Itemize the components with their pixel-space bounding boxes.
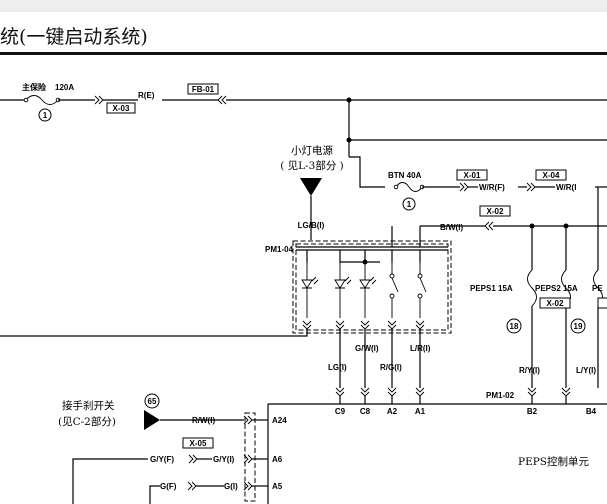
peps-unit-label: PEPS控制单元 <box>518 455 589 468</box>
wire-gi-label: G(I) <box>224 482 238 491</box>
main-fuse-rating: 120A <box>55 83 74 92</box>
wire-wrf1-label: W/R(F) <box>479 183 505 192</box>
pin-a24: A24 <box>272 416 287 425</box>
fb01-label: FB-01 <box>192 85 215 94</box>
x05-label: X-05 <box>190 439 207 448</box>
plug-pm104-label: PM1-04 <box>265 245 294 254</box>
x05-box <box>182 437 214 449</box>
main-fuse-symbol <box>25 95 59 105</box>
x04-box <box>535 169 567 181</box>
pin-b2: B2 <box>527 407 538 416</box>
main-supply <box>0 95 607 188</box>
pm104-block <box>0 226 452 404</box>
btn-fuse-num-circle <box>402 197 416 211</box>
lamp-power-triangle-icon <box>300 178 322 196</box>
lamp-power-ref: ( 见L-3部分 ) <box>280 159 344 172</box>
handbrake-label: 接手刹开关 <box>62 399 115 412</box>
pin-c9: C9 <box>335 407 346 416</box>
main-fuse-label: 主保险 <box>22 82 47 92</box>
peps2-num-circle <box>570 318 586 334</box>
wire-bwi-label: B/W(I) <box>440 223 463 232</box>
x03-label: X-03 <box>113 104 130 113</box>
handbrake-triangle-icon <box>144 410 160 430</box>
btn-fuse-num: 1 <box>407 200 412 209</box>
pin-a5: A5 <box>272 482 283 491</box>
x02c-box-edge <box>597 297 607 309</box>
btn-fuse-label: BTN 40A <box>388 171 422 180</box>
page-title: 统(一键启动系统) <box>0 26 148 48</box>
pin-b4: B4 <box>586 407 597 416</box>
wire-rgi-label: R/G(I) <box>380 363 402 372</box>
handbrake-ref: (见C-2部分) <box>58 415 116 428</box>
x04-label: X-04 <box>543 171 560 180</box>
btn-fuse-symbol <box>395 182 423 192</box>
x01-box <box>456 169 488 181</box>
wire-lgbi-label: LG/B(I) <box>298 221 325 230</box>
wire-wrf2-label: W/R(I <box>556 183 576 192</box>
title-rule <box>0 52 607 55</box>
fb01-box <box>187 83 219 95</box>
pin-a6: A6 <box>272 455 283 464</box>
btn-branch <box>393 182 607 226</box>
x02a-box <box>479 205 511 217</box>
wire-lyi-label: L/Y(I) <box>576 366 596 375</box>
peps1-fuse-symbol <box>527 269 537 307</box>
wire-rwi-label: R/W(I) <box>192 416 215 425</box>
x05-dashed-connector <box>244 412 256 502</box>
pin-a1: A1 <box>415 407 426 416</box>
pin-c8: C8 <box>360 407 371 416</box>
wire-gyi-label: G/Y(I) <box>213 455 235 464</box>
wire-gf-label: G(F) <box>160 482 177 491</box>
x02b-label: X-02 <box>547 299 564 308</box>
peps1-fuse-label: PEPS1 15A <box>470 284 513 293</box>
main-fuse-num: 1 <box>43 111 48 120</box>
peps3-fuse-label: PE <box>592 284 603 293</box>
peps1-num: 18 <box>510 322 519 331</box>
wire-lgi-label: LG(I) <box>328 363 347 372</box>
main-fuse-num-circle <box>38 108 52 122</box>
lamp-power-label: 小灯电源 <box>291 144 333 157</box>
x03-box <box>106 102 136 114</box>
wire-lri-label: L/R(I) <box>410 344 431 353</box>
pin-a2: A2 <box>387 407 398 416</box>
handbrake-num: 65 <box>148 397 157 406</box>
wire-ryi-label: R/Y(I) <box>519 366 540 375</box>
top-bar <box>0 0 607 12</box>
peps2-num: 19 <box>574 322 583 331</box>
bw-line <box>420 221 607 404</box>
peps2-fuse-label: PEPS2 15A <box>535 284 578 293</box>
x02a-label: X-02 <box>487 207 504 216</box>
wire-re-label: R(E) <box>138 91 155 100</box>
peps1-num-circle <box>506 318 522 334</box>
plug-pm102-label: PM1-02 <box>486 391 515 400</box>
x02b-box <box>539 297 571 309</box>
x01-label: X-01 <box>464 171 481 180</box>
wire-gyf-label: G/Y(F) <box>150 455 174 464</box>
wire-gwi-label: G/W(I) <box>355 344 379 353</box>
handbrake-num-circle <box>144 393 160 409</box>
